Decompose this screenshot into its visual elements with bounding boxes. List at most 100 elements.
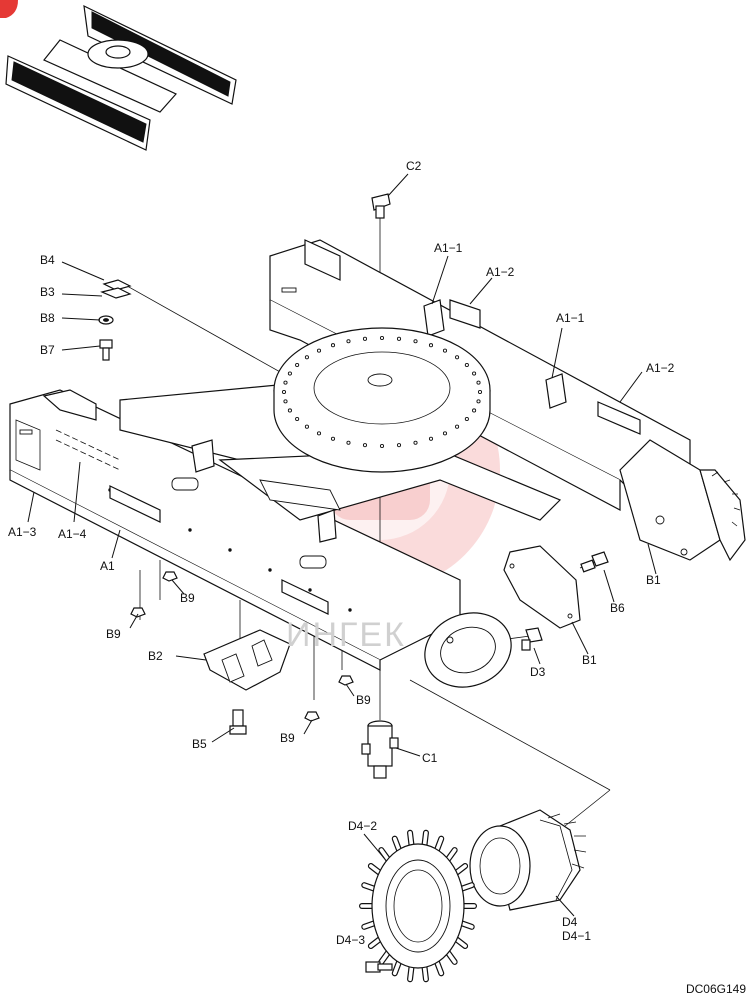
part-b4-b3-plates xyxy=(100,279,132,299)
corner-marker xyxy=(0,0,18,18)
ring-bolt-hole xyxy=(316,431,322,436)
label-c2: C2 xyxy=(406,159,422,173)
label-a1-4: A1−4 xyxy=(58,527,87,541)
ring-bolt-hole xyxy=(396,336,402,341)
part-b7-bolt xyxy=(99,339,113,361)
label-d4: D4 xyxy=(562,915,578,929)
part-b9-nut-1 xyxy=(162,571,178,582)
ring-bolt-hole xyxy=(330,436,336,441)
ring-bolt-hole xyxy=(283,399,288,404)
sprocket-tooth-inner xyxy=(362,921,376,929)
label-b2: B2 xyxy=(148,649,163,663)
label-b6: B6 xyxy=(610,601,625,615)
sprocket-tooth-inner xyxy=(460,883,474,891)
swing-ring-bolt-holes xyxy=(281,335,483,449)
ring-bolt-hole xyxy=(379,443,385,449)
sprocket-tooth-inner xyxy=(435,836,444,852)
sprocket-tooth-inner xyxy=(446,848,457,861)
sprocket-tooth-inner xyxy=(408,830,414,847)
ring-bolt-hole xyxy=(476,380,481,385)
thumbnail-undercarriage xyxy=(5,4,237,151)
ring-bolt-hole xyxy=(472,408,477,413)
part-d3-bolt xyxy=(521,627,543,651)
label-b5: B5 xyxy=(192,737,207,751)
ring-bolt-hole xyxy=(362,443,368,448)
ring-bolt-hole xyxy=(283,380,288,385)
ring-bolt-hole xyxy=(464,362,469,368)
part-d4-3-bolt xyxy=(365,961,393,973)
ring-bolt-hole xyxy=(476,399,481,404)
sprocket-tooth-inner xyxy=(362,883,376,891)
sprocket-tooth-inner xyxy=(369,864,382,875)
sprocket-tooth-inner xyxy=(446,951,457,964)
ring-bolt-hole xyxy=(455,355,460,360)
sprocket-tooth-inner xyxy=(392,836,401,852)
ring-bolt-hole xyxy=(330,343,336,348)
part-b9-nut-4 xyxy=(304,711,320,722)
sprocket-tooth-inner xyxy=(422,830,428,847)
sprocket-tooth-inner xyxy=(454,864,467,875)
ring-bolt-hole xyxy=(304,355,309,360)
part-b6-bolt xyxy=(580,551,609,573)
label-d3: D3 xyxy=(530,665,546,679)
label-a1-2-top: A1−2 xyxy=(486,265,515,279)
label-a1-3: A1−3 xyxy=(8,525,37,539)
ring-bolt-hole xyxy=(379,335,385,341)
ring-bolt-hole xyxy=(442,431,448,436)
watermark-text: ИНГЕК xyxy=(286,616,406,654)
ring-bolt-hole xyxy=(396,443,402,448)
ring-bolt-hole xyxy=(472,371,477,376)
label-a1-2-mid: A1−2 xyxy=(646,361,675,375)
ring-bolt-hole xyxy=(413,440,418,445)
sprocket-tooth-inner xyxy=(408,965,414,982)
label-b9-d: B9 xyxy=(280,731,295,745)
ring-bolt-hole xyxy=(346,339,351,344)
label-b3: B3 xyxy=(40,285,55,299)
part-b9-nut-3 xyxy=(338,675,354,686)
label-a1-1-mid: A1−1 xyxy=(556,311,585,325)
part-b5-bolt xyxy=(229,709,247,735)
label-b1-right: B1 xyxy=(646,573,661,587)
ring-bolt-hole xyxy=(281,389,287,395)
part-b9-nut-2 xyxy=(130,607,146,618)
ring-bolt-hole xyxy=(477,389,483,395)
ring-bolt-hole xyxy=(287,408,292,413)
label-b8: B8 xyxy=(40,311,55,325)
ring-bolt-hole xyxy=(295,416,300,422)
drawing-code: DC06G149 xyxy=(685,982,746,996)
label-d4-1: D4−1 xyxy=(562,929,592,943)
sprocket-tooth-inner xyxy=(369,937,382,948)
label-leader-lines xyxy=(27,173,657,917)
sprocket-tooth-inner xyxy=(422,965,428,982)
ring-bolt-hole xyxy=(304,424,309,429)
ring-bolt-hole xyxy=(455,424,460,429)
sprocket-tooth-inner xyxy=(392,960,401,976)
ring-bolt-hole xyxy=(413,339,418,344)
part-c1-swivel-joint xyxy=(361,720,399,779)
ring-bolt-hole xyxy=(316,348,322,353)
sprocket-tooth-inner xyxy=(379,848,390,861)
ring-bolt-hole xyxy=(428,343,434,348)
part-d4-travel-motor xyxy=(469,809,587,911)
part-d4-2-sprocket xyxy=(359,829,477,983)
label-c1: C1 xyxy=(422,751,438,765)
ring-bolt-hole xyxy=(464,416,469,422)
part-b8-washer xyxy=(98,315,114,325)
ring-bolt-hole xyxy=(346,440,351,445)
label-a1: A1 xyxy=(100,559,115,573)
label-d4-2: D4−2 xyxy=(348,819,378,833)
label-b9-a: B9 xyxy=(180,591,195,605)
ring-bolt-hole xyxy=(287,371,292,376)
label-b9-b: B9 xyxy=(106,627,121,641)
part-b2-bracket xyxy=(203,629,291,691)
ring-bolt-hole xyxy=(428,436,434,441)
part-b1-cover-plate xyxy=(503,545,581,629)
label-b4: B4 xyxy=(40,253,55,267)
ring-bolt-hole xyxy=(295,362,300,368)
label-a1-1-top: A1−1 xyxy=(434,241,463,255)
sprocket-tooth-inner xyxy=(454,937,467,948)
label-b7: B7 xyxy=(40,343,55,357)
label-d4-3: D4−3 xyxy=(336,933,366,947)
